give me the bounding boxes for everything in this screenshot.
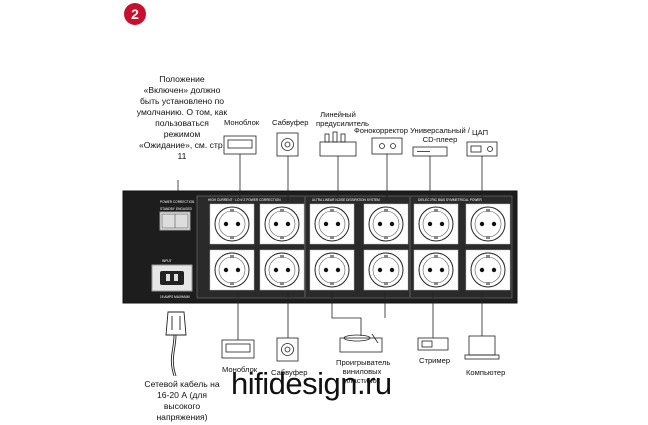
panel-heading-2: ULTRA LINEAR NOISE DISSIPATION SYSTEM	[312, 198, 380, 202]
power-correction-text: POWER CORRECTION	[160, 200, 195, 204]
outlet-socket	[209, 249, 255, 291]
max-amps-text: 15 AMPS MAXIMUM	[160, 295, 190, 299]
label-line-preamp: Линейный предусилитель	[316, 110, 369, 128]
outlet-socket	[209, 203, 255, 245]
label-subwoofer-top: Сабвуфер	[272, 118, 309, 127]
outlet-socket	[363, 203, 409, 245]
bottom-connection-lines	[237, 292, 483, 340]
power-cable-plug	[165, 311, 187, 377]
outlet-socket	[259, 249, 305, 291]
outlet-grid	[209, 203, 511, 291]
outlet-socket	[413, 249, 459, 291]
cd-player-icon	[412, 146, 448, 157]
label-computer: Компьютер	[466, 368, 506, 377]
subwoofer-top-icon	[276, 132, 299, 157]
label-dac: ЦАП	[472, 128, 489, 137]
outlet-socket	[465, 203, 511, 245]
streamer-icon	[417, 337, 449, 351]
panel-heading-3: DIELECTRIC BIAS SYMMETRICAL POWER	[418, 198, 483, 202]
monoblock-top-icon	[223, 135, 257, 155]
label-turntable: Проигрыватель виниловых пластинок	[336, 358, 391, 385]
engaged-text: ENGAGED	[176, 207, 193, 211]
label-phono: Фонокорректор	[354, 126, 408, 135]
label-universal-cd: Универсальный / CD-плеер	[410, 126, 470, 144]
label-monoblock-top: Моноблок	[224, 118, 260, 127]
label-monoblock-bottom: Моноблок	[222, 365, 258, 374]
line-preamp-icon	[319, 131, 357, 157]
input-text: INPUT	[162, 259, 172, 263]
label-subwoofer-bottom: Сабвуфер	[271, 368, 308, 377]
computer-icon	[464, 335, 500, 360]
monoblock-bottom-icon	[221, 339, 255, 359]
power-cable-label: Сетевой кабель на 16-20 А (для высокого …	[144, 379, 220, 422]
outlet-socket	[259, 203, 305, 245]
watermark: hifidesign.ru	[231, 366, 392, 401]
outlet-socket	[309, 203, 355, 245]
phono-preamp-icon	[371, 137, 403, 155]
subwoofer-bottom-icon	[276, 337, 299, 362]
turntable-icon	[339, 333, 383, 353]
power-switch-note: Положение «Включен» должно быть установл…	[136, 74, 228, 161]
outlet-socket	[465, 249, 511, 291]
label-streamer: Стример	[419, 356, 451, 365]
dac-icon	[466, 141, 498, 157]
step-number-badge: 2	[124, 3, 146, 25]
standby-text: STANDBY	[160, 207, 176, 211]
outlet-socket	[309, 249, 355, 291]
panel-heading-1: HIGH CURRENT · LOW Z POWER CORRECTION	[208, 198, 281, 202]
outlet-socket	[413, 203, 459, 245]
outlet-socket	[363, 249, 409, 291]
top-connection-lines	[239, 154, 483, 204]
